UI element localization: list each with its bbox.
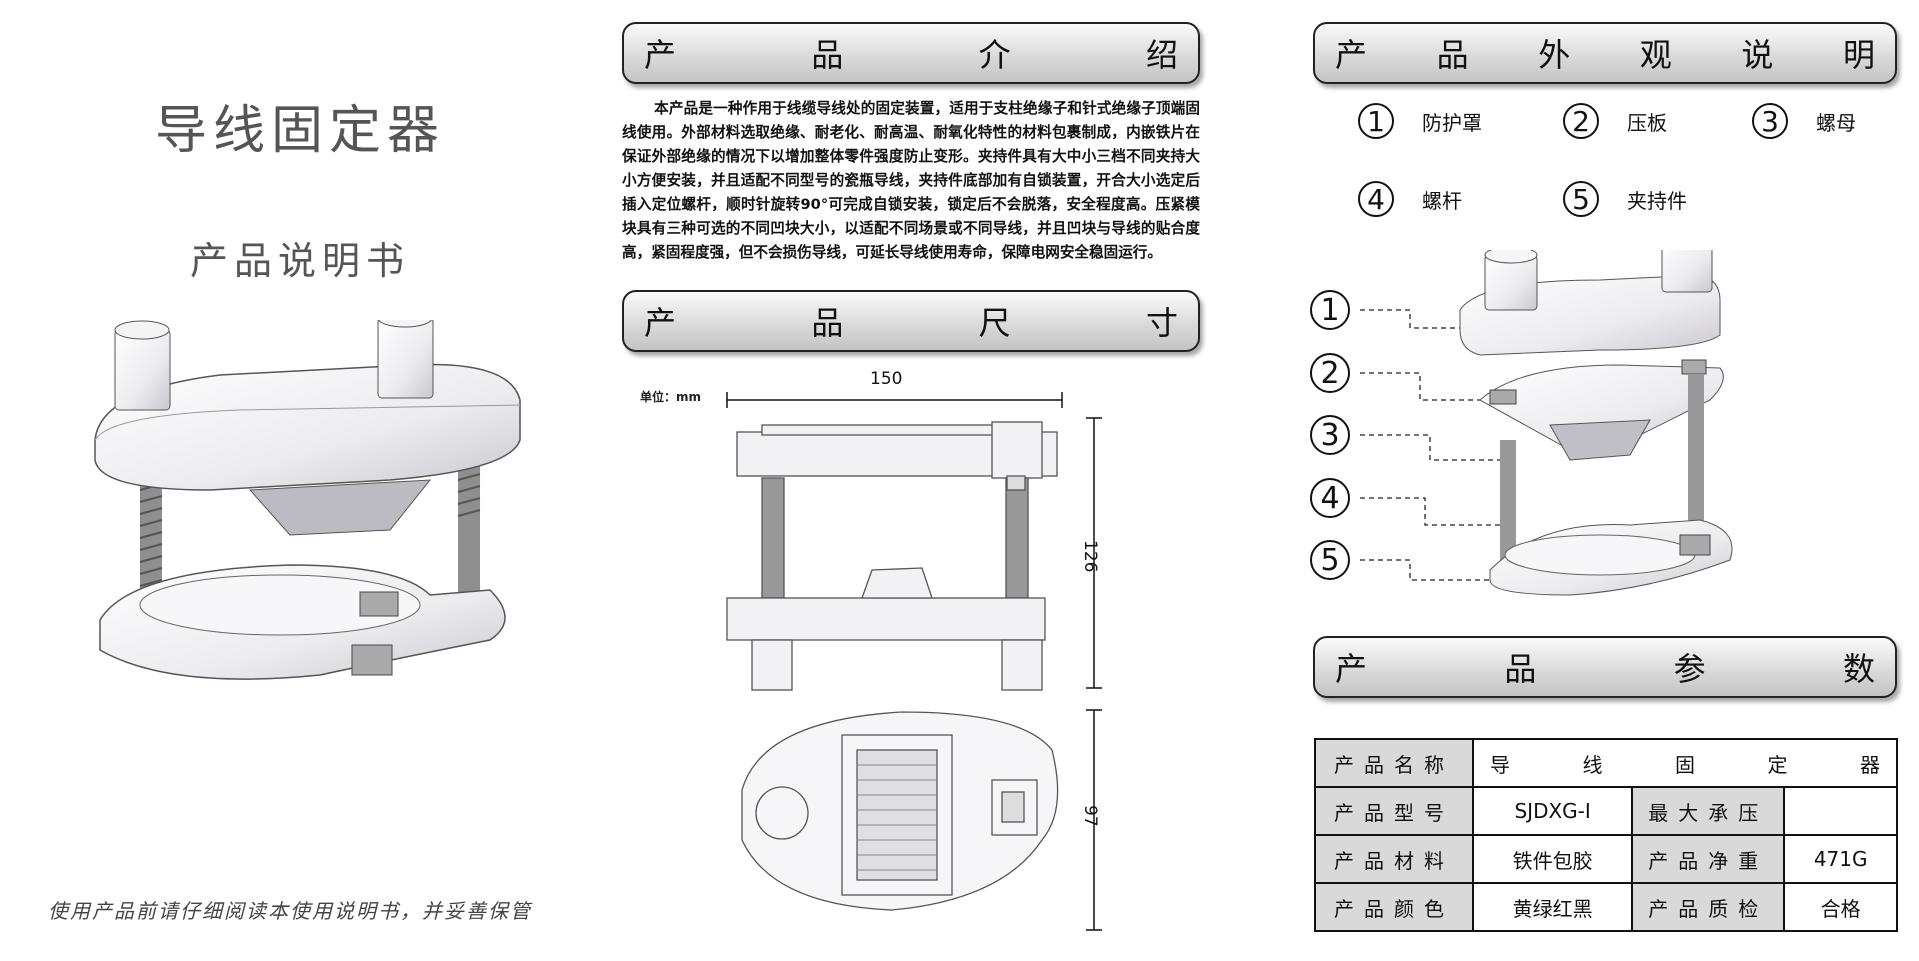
table-row: 产品颜色 黄绿红黑 产品质检 合格 <box>1314 882 1898 932</box>
legend-number: 3 <box>1752 103 1788 139</box>
appearance-header: 产 品 外 观 说 明 <box>1313 22 1897 84</box>
legend-label: 防护罩 <box>1422 110 1482 135</box>
legend-item-nut: 3 螺母 <box>1752 103 1856 139</box>
top-view <box>741 711 1059 911</box>
callout-5: 5 <box>1310 540 1350 580</box>
legend-item-screw: 4 螺杆 <box>1358 181 1462 217</box>
depth-value: 97 <box>1080 805 1100 827</box>
dimension-drawing <box>726 392 1102 931</box>
callout-1: 1 <box>1310 290 1350 330</box>
name-char: 定 <box>1767 752 1788 777</box>
legend-item-plate: 2 压板 <box>1563 103 1667 139</box>
model-label: 产品型号 <box>1314 786 1474 836</box>
front-view <box>726 421 1058 691</box>
params-header-char: 品 <box>1504 650 1537 688</box>
unit-label: 单位：mm <box>640 390 702 404</box>
qc-value: 合格 <box>1783 882 1898 932</box>
params-table: 产品名称 导 线 固 定 器 产品型号 SJDXG-Ⅰ 最大承压 产品材料 铁件… <box>1314 738 1898 932</box>
name-char: 导 <box>1490 752 1510 777</box>
table-row: 产品型号 SJDXG-Ⅰ 最大承压 <box>1314 786 1898 836</box>
qc-label: 产品质检 <box>1631 882 1786 932</box>
table-row: 产品材料 铁件包胶 产品净重 471G <box>1314 834 1898 884</box>
appearance-header-char: 明 <box>1842 36 1875 74</box>
size-header: 产 品 尺 寸 <box>622 290 1200 352</box>
model-value: SJDXG-Ⅰ <box>1471 786 1634 836</box>
table-row: 产品名称 导 线 固 定 器 <box>1314 738 1898 788</box>
manual-subtitle: 产品说明书 <box>189 239 410 283</box>
intro-header-char: 品 <box>811 36 844 74</box>
usage-notice: 使用产品前请仔细阅读本使用说明书，并妥善保管 <box>48 899 532 923</box>
callout-4: 4 <box>1310 478 1350 518</box>
height-value: 126 <box>1080 540 1100 573</box>
params-header-char: 产 <box>1335 650 1368 688</box>
intro-paragraph: 本产品是一种作用于线缆导线处的固定装置，适用于支柱绝缘子和针式绝缘子顶端固线使用… <box>622 100 1200 261</box>
max-load-label: 最大承压 <box>1631 786 1786 836</box>
leader-lines <box>1360 309 1500 581</box>
appearance-header-char: 品 <box>1436 36 1469 74</box>
material-label: 产品材料 <box>1314 834 1474 884</box>
size-header-char: 寸 <box>1145 304 1178 342</box>
size-header-char: 产 <box>644 304 677 342</box>
legend-number: 5 <box>1563 181 1599 217</box>
intro-header-char: 绍 <box>1145 36 1178 74</box>
legend-number: 2 <box>1563 103 1599 139</box>
name-label: 产品名称 <box>1314 738 1474 788</box>
params-header-char: 数 <box>1842 650 1875 688</box>
legend-item-shield: 1 防护罩 <box>1358 103 1482 139</box>
callout-3: 3 <box>1310 415 1350 455</box>
name-char: 固 <box>1675 752 1695 777</box>
legend-label: 螺母 <box>1816 110 1856 135</box>
weight-value: 471G <box>1783 834 1898 884</box>
appearance-header-char: 产 <box>1335 36 1368 74</box>
name-char: 器 <box>1860 752 1880 777</box>
weight-label: 产品净重 <box>1631 834 1786 884</box>
size-header-char: 品 <box>811 304 844 342</box>
product-3d-render <box>94 320 521 680</box>
callout-2: 2 <box>1310 353 1350 393</box>
name-char: 线 <box>1582 752 1603 777</box>
intro-header-char: 介 <box>978 36 1011 74</box>
legend-label: 压板 <box>1627 110 1667 135</box>
intro-header: 产 品 介 绍 <box>622 22 1200 84</box>
exploded-view-drawing <box>1360 250 1733 596</box>
legend-label: 夹持件 <box>1627 188 1687 213</box>
legend-label: 螺杆 <box>1422 188 1462 213</box>
color-label: 产品颜色 <box>1314 882 1474 932</box>
width-value: 150 <box>870 369 903 389</box>
appearance-header-char: 说 <box>1741 36 1774 74</box>
legend-number: 1 <box>1358 103 1394 139</box>
size-header-char: 尺 <box>978 304 1011 342</box>
legend-number: 4 <box>1358 181 1394 217</box>
name-value: 导 线 固 定 器 <box>1472 738 1898 788</box>
intro-header-char: 产 <box>644 36 677 74</box>
material-value: 铁件包胶 <box>1471 834 1634 884</box>
legend-item-clamp: 5 夹持件 <box>1563 181 1687 217</box>
params-header-char: 参 <box>1673 650 1706 688</box>
params-header: 产 品 参 数 <box>1313 636 1897 698</box>
appearance-header-char: 外 <box>1538 36 1571 74</box>
color-value: 黄绿红黑 <box>1471 882 1634 932</box>
appearance-header-char: 观 <box>1639 36 1672 74</box>
intro-text: 本产品是一种作用于线缆导线处的固定装置，适用于支柱绝缘子和针式绝缘子顶端固线使用… <box>622 97 1200 265</box>
max-load-value <box>1783 786 1898 836</box>
product-title: 导线固定器 <box>154 101 445 161</box>
